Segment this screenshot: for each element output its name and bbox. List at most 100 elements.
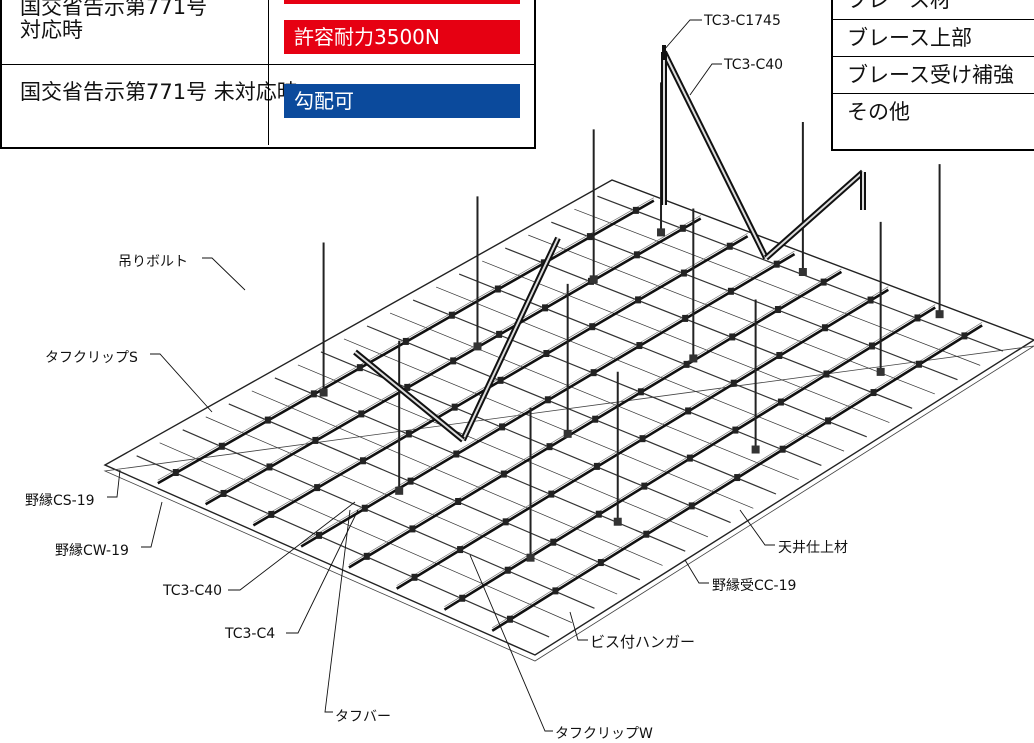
clip-mark bbox=[363, 552, 370, 560]
clip-mark bbox=[499, 423, 506, 431]
clip-mark bbox=[411, 573, 418, 581]
clip-mark bbox=[546, 443, 553, 451]
clip-mark bbox=[502, 518, 509, 526]
hanger-clip bbox=[473, 342, 482, 351]
brace-highlight bbox=[765, 171, 864, 259]
clip-mark bbox=[639, 435, 646, 443]
clip-mark bbox=[686, 454, 693, 462]
furring-line bbox=[343, 338, 754, 509]
clip-mark bbox=[457, 546, 464, 554]
legend-brace-material: ブレース材 bbox=[847, 0, 951, 12]
label-furring-receiver-cc19: 野縁受CC-19 bbox=[712, 578, 797, 594]
clip-mark bbox=[870, 389, 877, 397]
furring-line bbox=[251, 390, 663, 566]
label-ceiling-finish: 天井仕上材 bbox=[778, 540, 848, 556]
clip-mark bbox=[586, 233, 593, 241]
furring-line bbox=[389, 312, 799, 481]
compliance-row-compliant: 国交省告示第771号 対応時 bbox=[2, 0, 534, 64]
clip-mark bbox=[459, 594, 466, 602]
clip-mark bbox=[821, 324, 828, 332]
clip-mark bbox=[359, 457, 366, 465]
clip-mark bbox=[641, 482, 648, 490]
hanger-clip bbox=[526, 553, 535, 562]
clip-mark bbox=[450, 357, 457, 365]
clip-mark bbox=[593, 462, 600, 470]
leader-line bbox=[141, 501, 163, 548]
clip-mark bbox=[726, 242, 733, 250]
clip-mark bbox=[405, 430, 412, 438]
furring-line bbox=[505, 247, 913, 409]
leader-line bbox=[569, 611, 588, 641]
furring-line bbox=[482, 260, 890, 423]
clip-mark bbox=[595, 510, 602, 518]
ceiling-panel-edge bbox=[103, 345, 1034, 662]
clip-mark bbox=[682, 314, 689, 322]
label-tc3-c40-top: TC3-C40 bbox=[724, 57, 784, 73]
clip-mark bbox=[409, 525, 416, 533]
clip-mark bbox=[734, 474, 741, 482]
clip-mark bbox=[820, 278, 827, 286]
clip-mark bbox=[632, 206, 639, 214]
clip-mark bbox=[823, 370, 830, 378]
leader-line bbox=[689, 63, 722, 96]
clip-mark bbox=[633, 251, 640, 259]
clip-mark bbox=[494, 285, 501, 293]
allowable-strength-badge: 許容耐力3500N bbox=[284, 20, 520, 54]
clip-mark bbox=[635, 296, 642, 304]
label-screw-hanger: ビス付ハンガー bbox=[590, 633, 696, 651]
label-tc3-c4: TC3-C4 bbox=[225, 626, 276, 642]
hanger-clip bbox=[319, 388, 328, 397]
condition-compliant-label: 国交省告示第771号 対応時 bbox=[20, 0, 208, 42]
furring-line bbox=[436, 286, 845, 452]
label-tc3-c40-bottom: TC3-C40 bbox=[163, 583, 223, 599]
furring-line bbox=[182, 429, 595, 609]
clip-mark bbox=[358, 410, 365, 418]
clip-mark bbox=[592, 415, 599, 423]
clip-mark bbox=[504, 566, 511, 574]
table-divider bbox=[268, 0, 269, 145]
leader-line bbox=[739, 509, 775, 546]
hanger-clip bbox=[689, 354, 698, 363]
clip-mark bbox=[496, 330, 503, 338]
label-tough-clip-w: タフクリップW bbox=[555, 726, 653, 742]
furring-line bbox=[574, 208, 981, 366]
clip-mark bbox=[312, 436, 319, 444]
clip-mark bbox=[589, 323, 596, 331]
slope-allowed-badge: 勾配可 bbox=[284, 84, 520, 118]
clip-mark bbox=[497, 376, 504, 384]
hanger-clip bbox=[876, 367, 885, 376]
hanger-clip bbox=[751, 445, 760, 454]
leader-line bbox=[684, 559, 709, 584]
clip-mark bbox=[732, 426, 739, 434]
clip-mark bbox=[361, 504, 368, 512]
legend-brace-top: ブレース上部 bbox=[833, 19, 1034, 56]
clip-mark bbox=[543, 350, 550, 358]
furring-line bbox=[297, 364, 709, 538]
clip-mark bbox=[314, 484, 321, 492]
clip-mark bbox=[220, 489, 227, 497]
clip-mark bbox=[685, 407, 692, 415]
clip-mark bbox=[961, 332, 968, 340]
clip-mark bbox=[500, 470, 507, 478]
compliance-table: 国交省告示第771号 対応時 国交省告示第771号 未対応時 許容耐力3500N… bbox=[0, 0, 536, 149]
ceiling-frame-drawing bbox=[103, 45, 1034, 662]
clip-mark bbox=[597, 559, 604, 567]
label-hanging-bolt: 吊りボルト bbox=[118, 254, 188, 270]
clip-mark bbox=[590, 369, 597, 377]
hanger-clip bbox=[935, 310, 944, 319]
clip-mark bbox=[636, 342, 643, 350]
label-furring-cw19: 野縁CW-19 bbox=[55, 543, 129, 559]
legend-other: その他 bbox=[833, 93, 1034, 130]
clip-mark bbox=[915, 360, 922, 368]
furring-line bbox=[205, 416, 618, 595]
legend-brace-reinforcement: ブレース受け補強 bbox=[833, 56, 1034, 93]
leader-line bbox=[228, 501, 356, 591]
hanger-clip bbox=[395, 486, 404, 495]
hanger-clip bbox=[657, 228, 666, 237]
furring-line bbox=[528, 234, 935, 395]
clip-mark bbox=[679, 224, 686, 232]
clip-mark bbox=[455, 497, 462, 505]
clip-mark bbox=[542, 304, 549, 312]
hanger-clip bbox=[798, 268, 807, 276]
